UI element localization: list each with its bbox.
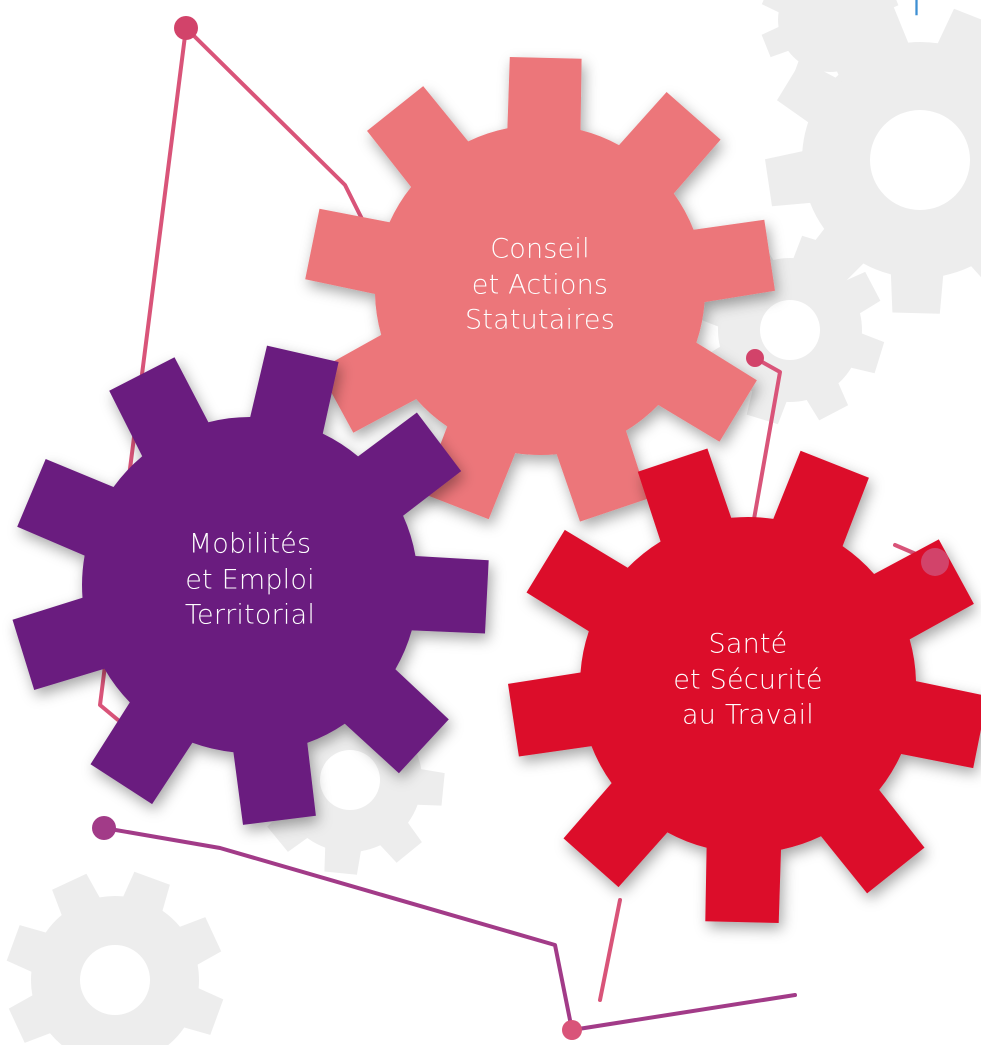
connector-dot-right: [921, 548, 949, 576]
gear-label-line: et Sécurité: [673, 664, 823, 696]
gear-label-line: Territorial: [184, 599, 316, 631]
gear-label-line: au Travail: [682, 699, 814, 731]
connector-right-upper: [743, 356, 782, 572]
connector-bottom-right: [598, 898, 622, 1002]
gear-label-line: et Emploi: [185, 564, 315, 596]
gear-label-sante: Santé et Sécurité au Travail: [673, 627, 823, 734]
connector-dot-right-upper: [746, 349, 764, 367]
gear-mobilites: [12, 345, 489, 825]
background-gear: [6, 871, 224, 1045]
connector-dot-top: [174, 16, 198, 40]
connector-dot-bottom: [562, 1020, 582, 1040]
background-gear: [765, 7, 981, 314]
gear-label-mobilites: Mobilités et Emploi Territorial: [185, 527, 315, 634]
gear-label-line: Santé: [708, 628, 788, 660]
gear-label-line: Statutaires: [465, 304, 615, 336]
background-gear: [761, 0, 899, 89]
connector-dot-left: [92, 816, 116, 840]
gear-label-line: Mobilités: [188, 528, 312, 560]
gear-label-line: Conseil: [490, 233, 590, 265]
main-gears: [12, 57, 981, 923]
gear-label-line: et Actions: [471, 269, 609, 301]
gear-label-conseil: Conseil et Actions Statutaires: [465, 232, 615, 339]
connector-bottom: [102, 826, 797, 1032]
connector-top-left: [98, 26, 188, 722]
connector-dots: [92, 16, 949, 1040]
gear-conseil: [305, 57, 775, 522]
gear-sante: [508, 448, 981, 923]
